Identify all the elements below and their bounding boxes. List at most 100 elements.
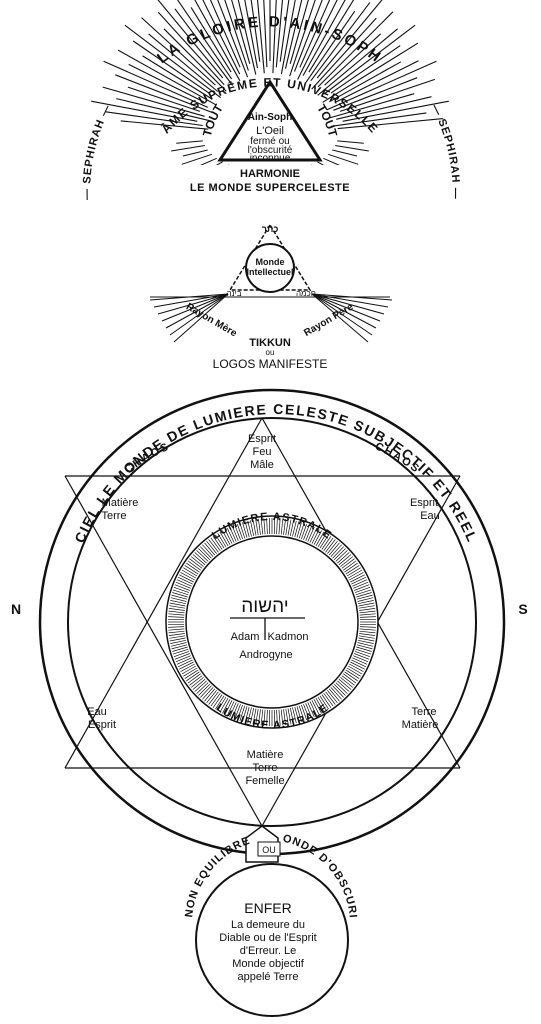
- ain-soph-label: Ain-Soph: [248, 112, 292, 123]
- bottom-point-line-1: Matière: [247, 749, 284, 761]
- astral-hatch: [198, 548, 211, 561]
- astral-hatch: [170, 639, 186, 644]
- astral-hatch: [187, 673, 202, 684]
- glory-ray: [284, 0, 303, 69]
- astral-hatch: [247, 520, 252, 537]
- astral-hatch: [354, 653, 370, 660]
- sephirah-left-text: — SEPHIRAH —: [81, 102, 114, 200]
- glory-ray: [177, 0, 233, 80]
- astral-hatch: [359, 610, 376, 614]
- eye-line-3: l'obscurité: [248, 145, 293, 156]
- astral-hatch: [289, 708, 294, 724]
- astral-hatch: [313, 530, 322, 545]
- astral-hatch: [351, 576, 367, 585]
- astral-hatch: [342, 673, 357, 684]
- astral-hatch: [202, 687, 214, 700]
- astral-hatch: [346, 667, 361, 677]
- glory-ray: [336, 96, 432, 120]
- mother-ray: [169, 293, 229, 336]
- astral-hatch: [255, 708, 259, 725]
- hell-circle: [195, 863, 349, 1017]
- astral-hatch: [344, 562, 358, 573]
- astral-hatch: [184, 565, 199, 575]
- father-ray: [311, 293, 369, 343]
- astral-hatch: [328, 688, 340, 702]
- astral-hatch: [183, 667, 198, 677]
- astral-hatch: [319, 534, 329, 549]
- mother-father-rays: [149, 293, 393, 343]
- astral-hatch: [194, 552, 207, 564]
- glory-ray: [117, 49, 217, 106]
- astral-hatch: [335, 550, 348, 562]
- astral-hatch: [303, 704, 310, 720]
- glory-ray: [330, 45, 401, 94]
- astral-hatch: [169, 637, 186, 642]
- supercelestial-label: LE MONDE SUPERCELESTE: [190, 182, 350, 194]
- astral-hatch: [234, 704, 241, 720]
- astral-hatch: [340, 677, 354, 688]
- yhshvh-label: יהשוה: [241, 596, 288, 617]
- glory-ray: [302, 0, 346, 76]
- lower-right-line-2: Matière: [402, 719, 439, 731]
- astral-hatch: [266, 518, 268, 535]
- astral-hatch: [168, 608, 185, 611]
- glory-ray: [337, 140, 364, 144]
- astral-hatch: [239, 705, 246, 722]
- top-point-line-3: Mâle: [250, 459, 274, 471]
- astral-hatch: [168, 613, 185, 616]
- astral-hatch: [219, 531, 229, 546]
- glory-ray: [132, 40, 210, 94]
- astral-hatch: [224, 529, 233, 544]
- astral-hatch: [168, 610, 185, 614]
- glory-ray: [304, 10, 356, 85]
- astral-hatch: [359, 616, 376, 618]
- glory-ray: [182, 149, 208, 157]
- astral-hatch: [250, 708, 255, 724]
- binah-label: בינה: [226, 289, 241, 298]
- astral-hatch: [180, 663, 195, 672]
- astral-hatch: [359, 613, 376, 616]
- kadmon-label: Kadmon: [268, 631, 309, 643]
- astral-hatch: [332, 685, 344, 698]
- astral-hatch: [200, 685, 212, 698]
- astral-hatch: [348, 569, 363, 579]
- astral-hatch: [298, 522, 305, 539]
- astral-hatch: [171, 644, 188, 650]
- astral-hatch: [307, 702, 315, 718]
- harmonie-label: HARMONIE: [240, 168, 300, 180]
- glory-ray: [335, 60, 419, 103]
- astral-hatch: [342, 560, 357, 571]
- glory-ray: [116, 98, 210, 122]
- astral-hatch: [169, 635, 186, 639]
- astral-hatch: [168, 628, 185, 631]
- glory-ray: [115, 74, 213, 114]
- glory-ray: [217, 0, 249, 78]
- glory-ray: [332, 149, 358, 157]
- astral-hatch: [280, 518, 284, 535]
- astral-hatch: [222, 530, 231, 545]
- astral-hatch: [175, 655, 191, 663]
- glory-ray: [342, 100, 449, 122]
- astral-hatch: [337, 552, 350, 564]
- astral-hatch: [169, 605, 186, 609]
- south-label: S: [518, 601, 527, 617]
- ou-box: [257, 841, 281, 857]
- astral-hatch: [234, 524, 241, 540]
- keter-label: כתר: [262, 224, 279, 234]
- north-label: N: [11, 601, 21, 617]
- glory-ray: [299, 0, 331, 68]
- astral-hatch: [187, 560, 202, 571]
- astral-hatch: [226, 527, 235, 543]
- monde-line-1: Monde: [256, 257, 285, 267]
- glory-ray: [141, 17, 216, 86]
- astral-hatch: [311, 700, 320, 715]
- glory-ray: [124, 24, 221, 99]
- astral-hatch: [266, 709, 268, 726]
- enfer-desc-4: Monde objectif: [232, 958, 304, 970]
- glory-ray: [311, 17, 377, 90]
- astral-hatch: [212, 694, 223, 708]
- astral-hatch: [305, 525, 313, 541]
- astral-hatch: [179, 661, 194, 670]
- rayon-pere-text: Rayon Père: [302, 301, 355, 338]
- astral-hatch: [321, 694, 332, 708]
